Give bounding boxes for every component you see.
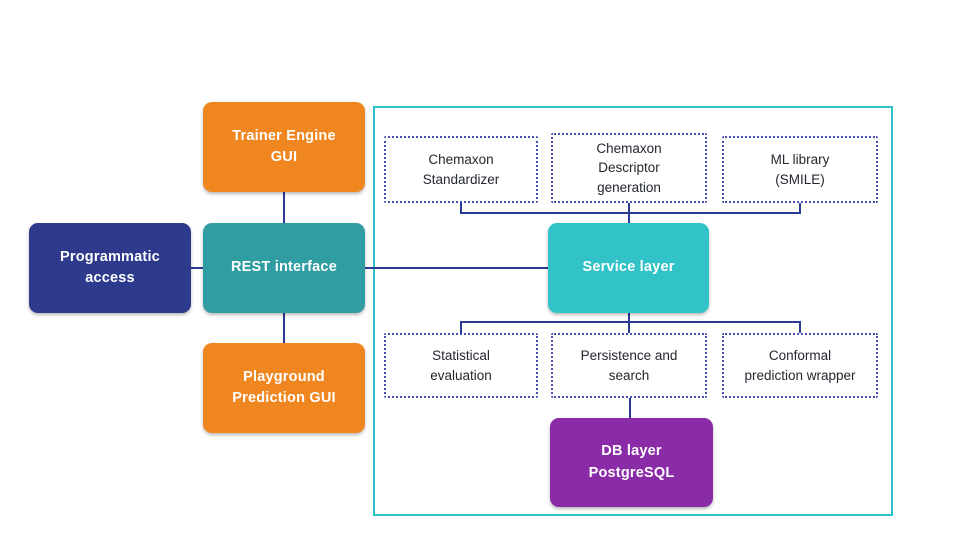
- node-db-layer-postgresql-label: DB layer PostgreSQL: [588, 443, 675, 481]
- connector-top-bus: [460, 203, 801, 214]
- node-ml-library-smile-label: ML library (SMILE): [770, 151, 830, 187]
- node-playground-prediction-gui-label: Playground Prediction GUI: [232, 368, 336, 406]
- node-chemaxon-descriptor-generation-label: Chemaxon Descriptor generation: [596, 140, 662, 195]
- node-rest-interface-label: REST interface: [231, 259, 337, 276]
- node-conformal-prediction-wrapper: Conformal prediction wrapper: [722, 333, 878, 398]
- node-programmatic-access: Programmatic access: [29, 223, 191, 313]
- service-boundary-container: [373, 106, 893, 516]
- node-service-layer-label: Service layer: [582, 259, 675, 276]
- node-trainer-engine-gui-label: Trainer Engine GUI: [232, 127, 336, 165]
- node-persistence-and-search: Persistence and search: [551, 333, 707, 398]
- node-statistical-evaluation: Statistical evaluation: [384, 333, 538, 398]
- node-chemaxon-standardizer: Chemaxon Standardizer: [384, 136, 538, 203]
- node-chemaxon-descriptor-generation: Chemaxon Descriptor generation: [551, 133, 707, 203]
- node-playground-prediction-gui: Playground Prediction GUI: [203, 343, 365, 433]
- node-chemaxon-standardizer-label: Chemaxon Standardizer: [422, 151, 500, 187]
- node-rest-interface: REST interface: [203, 223, 365, 313]
- node-statistical-evaluation-label: Statistical evaluation: [430, 347, 492, 383]
- node-persistence-and-search-label: Persistence and search: [580, 347, 678, 383]
- node-conformal-prediction-wrapper-label: Conformal prediction wrapper: [744, 347, 856, 383]
- connector-service-bottom-bus: [460, 321, 801, 333]
- node-trainer-engine-gui: Trainer Engine GUI: [203, 102, 365, 192]
- node-db-layer-postgresql: DB layer PostgreSQL: [550, 418, 713, 507]
- node-programmatic-access-label: Programmatic access: [60, 248, 160, 286]
- node-ml-library-smile: ML library (SMILE): [722, 136, 878, 203]
- node-service-layer: Service layer: [548, 223, 709, 313]
